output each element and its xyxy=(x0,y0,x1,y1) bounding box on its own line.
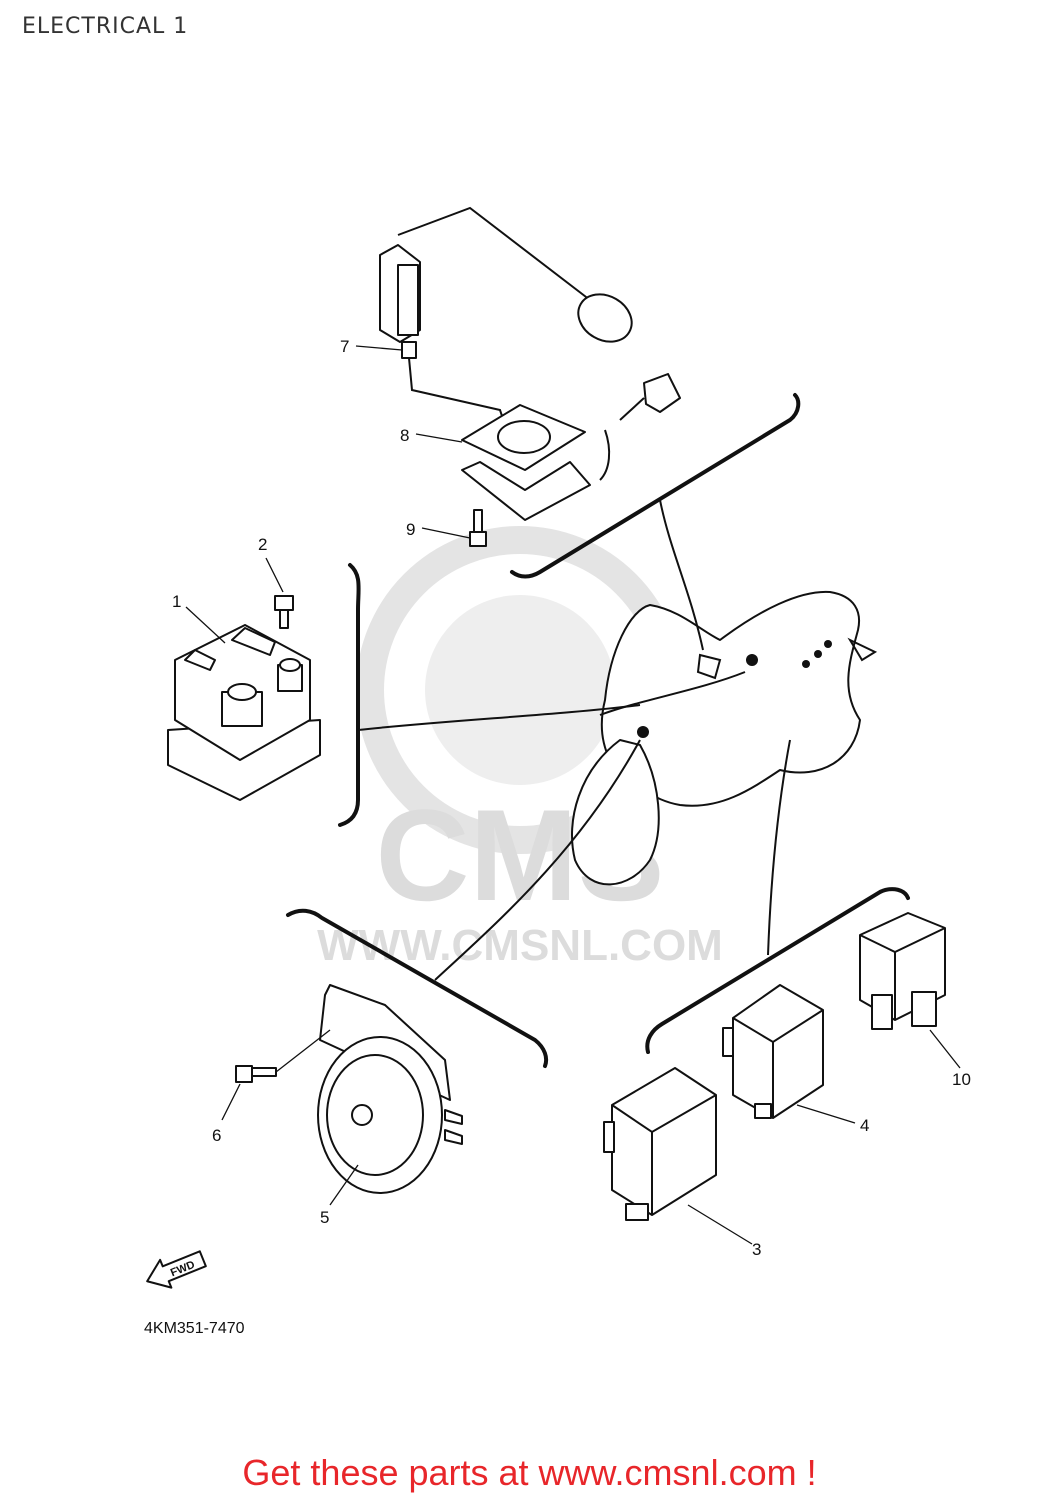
callout-5: 5 xyxy=(320,1208,329,1227)
callout-labels: 1 2 3 4 5 6 7 8 9 10 xyxy=(172,337,971,1259)
fwd-arrow-icon: FWD xyxy=(146,1250,207,1289)
bolt-part-2[interactable] xyxy=(274,595,294,629)
horn[interactable] xyxy=(317,984,463,1194)
callout-7: 7 xyxy=(340,337,349,356)
frame-silhouette xyxy=(571,590,878,886)
grouping-brackets xyxy=(286,393,910,1068)
page-title: ELECTRICAL 1 xyxy=(22,14,189,39)
leader-lines xyxy=(185,345,961,1245)
diagram-code: 4KM351-7470 xyxy=(144,1320,245,1337)
fuel-sender-unit[interactable] xyxy=(379,206,681,441)
watermark-url: WWW.CMSNL.COM xyxy=(317,921,723,970)
screw-part-9[interactable] xyxy=(469,509,487,547)
relay-unit[interactable] xyxy=(603,1067,717,1221)
callout-8: 8 xyxy=(400,426,409,445)
callout-4: 4 xyxy=(860,1116,869,1135)
bolt-part-6[interactable] xyxy=(235,1065,277,1083)
relay-part-10[interactable] xyxy=(859,912,946,1030)
callout-10: 10 xyxy=(952,1070,971,1089)
starter-relay[interactable] xyxy=(167,624,321,801)
callout-3: 3 xyxy=(752,1240,761,1259)
callout-1: 1 xyxy=(172,592,181,611)
flasher-relay[interactable] xyxy=(722,984,824,1119)
promo-link[interactable]: Get these parts at www.cmsnl.com ! xyxy=(242,1452,817,1493)
callout-2: 2 xyxy=(258,535,267,554)
gasket[interactable] xyxy=(461,404,611,521)
callout-9: 9 xyxy=(406,520,415,539)
callout-6: 6 xyxy=(212,1126,221,1145)
